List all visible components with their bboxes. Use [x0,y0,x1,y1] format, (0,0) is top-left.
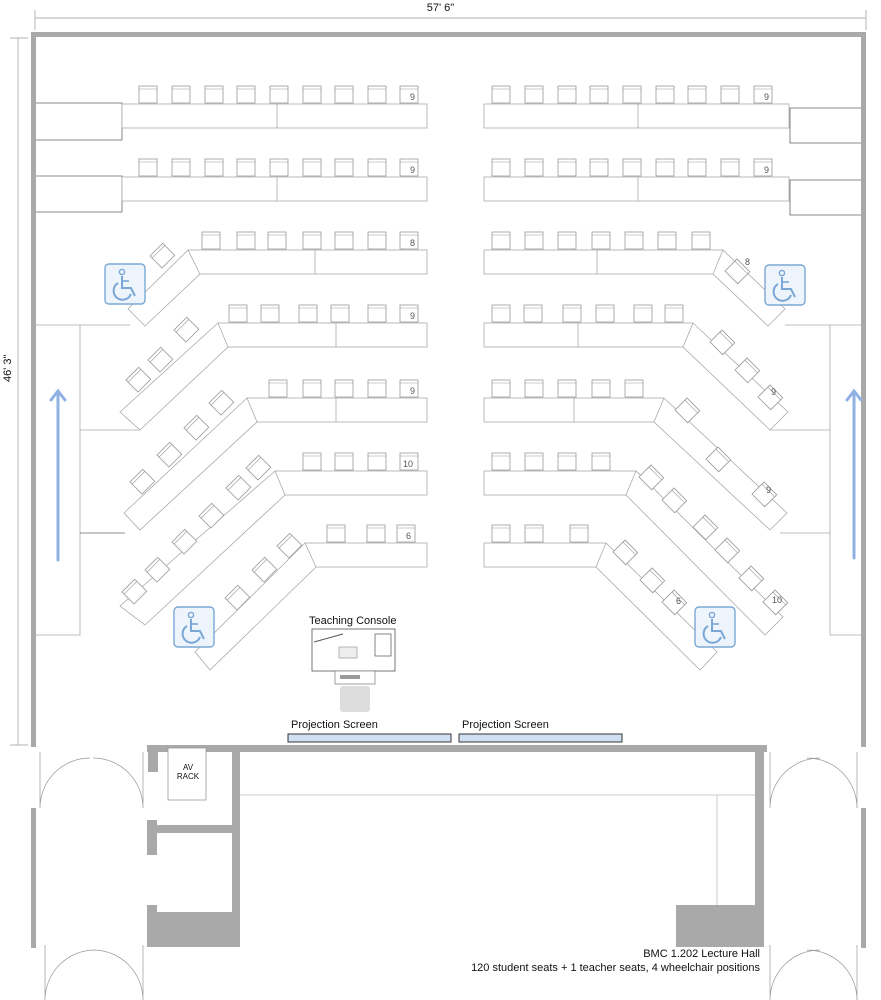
back-platform [36,102,861,216]
av-rack-label: AV RACK [176,763,200,781]
left-desks [119,103,428,671]
row-count-left-2: 9 [410,165,416,175]
right-desks [483,103,790,671]
teaching-console-label: Teaching Console [309,615,397,627]
row-count-right-3: 8 [745,257,751,267]
wheelchair-icon [694,606,736,648]
row-count-left-7: 6 [406,531,412,541]
exterior-walls [31,32,866,948]
height-dimension-label: 46' 3" [2,354,14,382]
arrow-up-icon [49,388,863,562]
row-count-right-4: 9 [771,387,777,397]
height-dimension [10,37,28,746]
row-count-left-5: 9 [410,386,416,396]
wheelchair-icon [104,263,146,305]
row-count-right-7: 6 [676,596,682,606]
row-count-right-2: 9 [764,165,770,175]
left-aisle [36,324,140,636]
width-dimension-label: 57' 6" [426,2,455,14]
row-count-left-1: 9 [410,92,416,102]
room-title: BMC 1.202 Lecture Hall [643,948,760,960]
teaching-console [311,628,396,712]
row-count-left-4: 9 [410,311,416,321]
wheelchair-icon [173,606,215,648]
projection-screen-right [458,733,623,743]
door-swing-icon [39,752,858,1000]
row-count-right-6: 10 [772,595,783,605]
right-aisle [770,324,861,636]
row-count-right-1: 9 [764,92,770,102]
row-count-right-5: 9 [766,485,772,495]
av-rack [167,747,207,801]
wheelchair-icon [764,264,806,306]
row-count-left-3: 8 [410,238,416,248]
room-summary: 120 student seats + 1 teacher seats, 4 w… [471,962,760,974]
projection-screen-right-label: Projection Screen [462,719,549,731]
row-count-left-6: 10 [403,459,414,469]
width-dimension [34,10,867,30]
projection-screen-left [287,733,452,743]
projection-screen-left-label: Projection Screen [291,719,378,731]
